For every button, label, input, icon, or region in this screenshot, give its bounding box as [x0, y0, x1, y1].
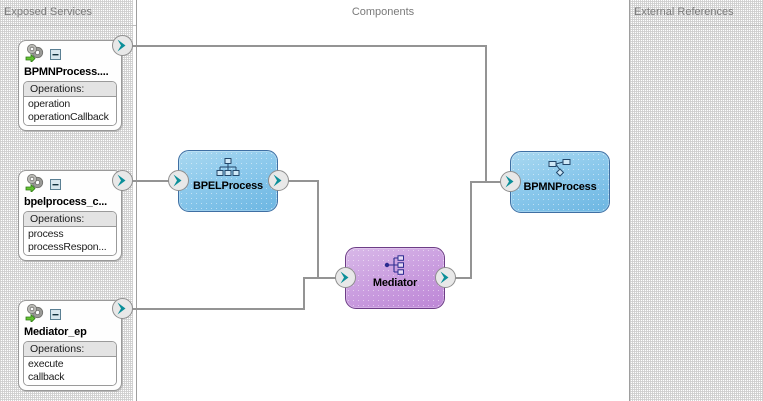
bpmn-process-icon: [511, 159, 609, 184]
component-mediator[interactable]: Mediator: [345, 247, 445, 309]
wire-mediator-ep-horizontal: [131, 308, 305, 310]
component-input-port-mediator[interactable]: [335, 267, 356, 288]
header-rule-external: [630, 25, 763, 26]
lane-title-components: Components: [351, 6, 415, 18]
exposed-service-bpelprocess[interactable]: bpelprocess_c... Operations: process pro…: [18, 170, 122, 261]
exposed-service-bpmnprocess[interactable]: BPMNProcess.... Operations: operation op…: [18, 40, 122, 131]
wire-mediator-ep-vertical: [303, 277, 305, 310]
service-header: [19, 301, 121, 326]
operations-label: Operations:: [24, 212, 116, 227]
operations-label: Operations:: [24, 342, 116, 357]
component-label: BPELProcess: [193, 180, 263, 192]
service-gear-icon: [24, 44, 48, 67]
component-label: BPMNProcess: [523, 181, 597, 193]
wire-bpel-out-vertical: [317, 180, 319, 279]
wire-mediator-ep-into-mediator: [303, 277, 345, 279]
collapse-minus-icon[interactable]: [50, 307, 61, 325]
operation-item[interactable]: operation: [28, 98, 70, 110]
lane-external-references: [630, 0, 763, 401]
operations-list: process processRespon...: [24, 227, 116, 255]
operations-panel: Operations: process processRespon...: [23, 211, 117, 256]
header-rule-exposed: [0, 25, 136, 26]
service-port-mediator-ep[interactable]: [112, 298, 133, 319]
lane-divider-right: [629, 0, 630, 401]
mediator-routing-icon: [346, 255, 444, 280]
component-output-port-bpelprocess[interactable]: [268, 170, 289, 191]
service-title: BPMNProcess....: [24, 66, 109, 78]
collapse-minus-icon[interactable]: [50, 47, 61, 65]
wire-mediator-out-vertical: [470, 182, 472, 278]
operations-list: execute callback: [24, 357, 116, 385]
lane-title-external-references: External References: [634, 6, 734, 18]
operations-label: Operations:: [24, 82, 116, 97]
operation-item[interactable]: operationCallback: [28, 110, 109, 123]
operation-item[interactable]: callback: [28, 370, 65, 383]
exposed-service-mediator-ep[interactable]: Mediator_ep Operations: execute callback: [18, 300, 122, 391]
bpel-process-icon: [179, 158, 277, 183]
service-gear-icon: [24, 174, 48, 197]
operation-item[interactable]: processRespon...: [28, 240, 107, 253]
wire-bpmnprocess-ep-vertical: [485, 45, 487, 182]
wire-bpelprocess-ep-horizontal: [131, 180, 173, 182]
collapse-minus-icon[interactable]: [50, 177, 61, 195]
wire-mediator-to-bpmn: [470, 181, 507, 183]
component-output-port-mediator[interactable]: [435, 267, 456, 288]
service-port-bpelprocess[interactable]: [112, 170, 133, 191]
component-bpelprocess[interactable]: BPELProcess: [178, 150, 278, 212]
service-title: Mediator_ep: [24, 326, 87, 338]
operations-list: operation operationCallback: [24, 97, 116, 125]
service-title: bpelprocess_c...: [24, 196, 108, 208]
component-label: Mediator: [372, 277, 418, 289]
service-port-bpmnprocess[interactable]: [112, 35, 133, 56]
component-bpmnprocess[interactable]: BPMNProcess: [510, 151, 610, 213]
component-input-port-bpelprocess[interactable]: [168, 170, 189, 191]
operations-panel: Operations: operation operationCallback: [23, 81, 117, 126]
component-input-port-bpmnprocess[interactable]: [500, 171, 521, 192]
operation-item[interactable]: process: [28, 228, 64, 240]
wire-mediator-out-horizontal: [449, 277, 472, 279]
service-header: [19, 41, 121, 66]
lane-divider-left: [136, 0, 137, 401]
operation-item[interactable]: execute: [28, 358, 64, 370]
wire-bpel-out-horizontal: [281, 180, 319, 182]
wire-bpmnprocess-ep-horizontal: [131, 45, 487, 47]
lane-title-exposed-services: Exposed Services: [4, 6, 93, 18]
operations-panel: Operations: execute callback: [23, 341, 117, 386]
service-gear-icon: [24, 304, 48, 327]
service-header: [19, 171, 121, 196]
